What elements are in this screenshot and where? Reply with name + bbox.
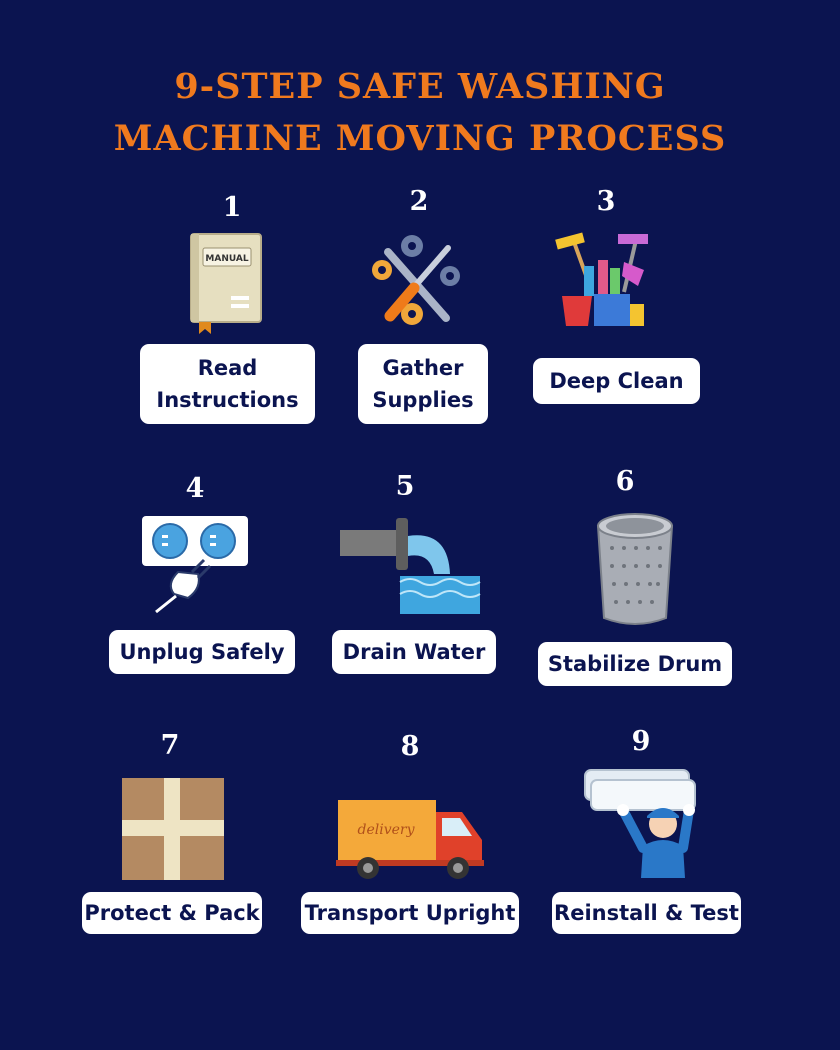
- drain-pipe-icon: [340, 518, 481, 614]
- step-6-number: 6: [615, 466, 635, 497]
- tools-gears-icon: [372, 235, 460, 325]
- step-8-label: Transport Upright: [301, 892, 519, 934]
- cleaning-supplies-icon: [555, 232, 648, 326]
- truck-delivery-text: delivery: [358, 822, 416, 838]
- step-7-label: Protect & Pack: [82, 892, 262, 934]
- step-6-label: Stabilize Drum: [538, 642, 732, 686]
- svg-text:MANUAL: MANUAL: [205, 254, 248, 264]
- step-2-label-line2: Supplies: [372, 388, 474, 412]
- delivery-truck-icon: delivery: [336, 800, 484, 879]
- step-4-label: Unplug Safely: [109, 630, 295, 674]
- step-1-number: 1: [222, 192, 242, 223]
- manual-book-icon: MANUAL: [190, 233, 262, 334]
- washer-drum-icon: [596, 513, 674, 625]
- taped-box-icon: [122, 778, 224, 880]
- step-2-label-line1: Gather: [382, 356, 464, 380]
- step-7-number: 7: [160, 730, 180, 761]
- page-title-line2: MACHINE MOVING PROCESS: [113, 118, 727, 159]
- step-1-label-line1: Read: [197, 356, 258, 380]
- step-3-number: 3: [596, 186, 616, 217]
- page-title-line1: 9-STEP SAFE WASHING: [174, 66, 666, 107]
- step-2-label: Gather Supplies: [358, 344, 488, 424]
- step-9-number: 9: [631, 726, 651, 757]
- step-8-number: 8: [400, 731, 420, 762]
- step-3-label: Deep Clean: [533, 358, 700, 404]
- step-4-number: 4: [185, 473, 205, 504]
- step-5-label: Drain Water: [332, 630, 496, 674]
- step-1-label: Read Instructions: [140, 344, 315, 424]
- step-9-label: Reinstall & Test: [552, 892, 741, 934]
- step-2-number: 2: [409, 186, 429, 217]
- step-1-label-line2: Instructions: [156, 388, 299, 412]
- outlet-plug-icon: [142, 516, 248, 614]
- technician-install-icon: [584, 769, 696, 878]
- step-5-number: 5: [395, 471, 415, 502]
